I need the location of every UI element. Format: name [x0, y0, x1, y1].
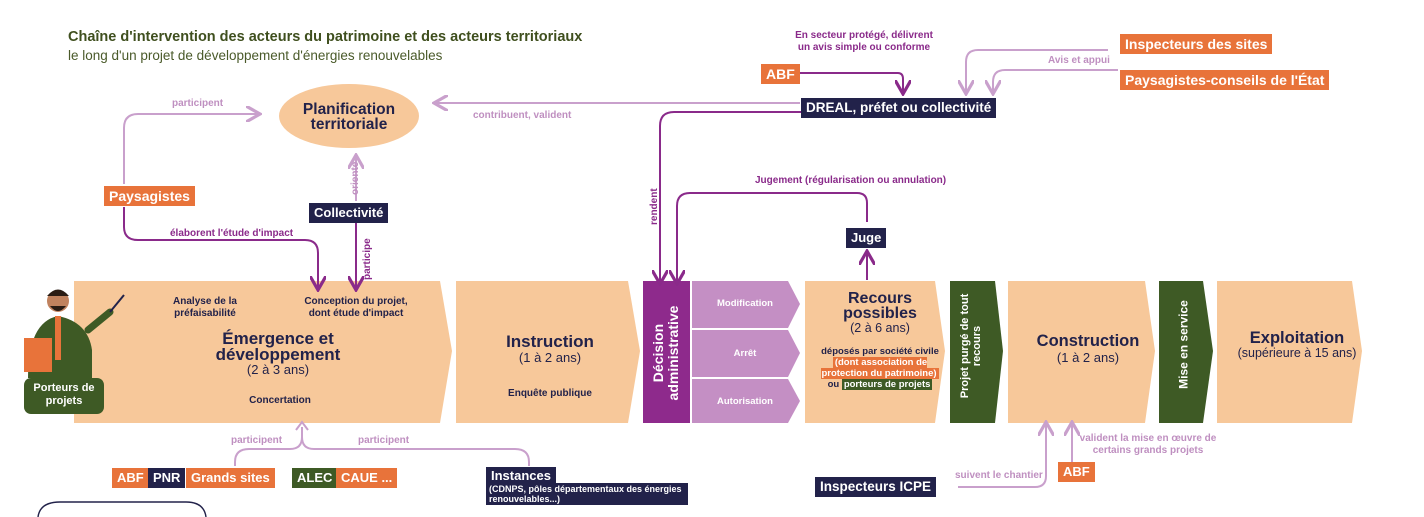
actor-paysagistes-etat: Paysagistes-conseils de l'État: [1120, 70, 1330, 90]
stage-construction-shape: [1008, 281, 1155, 423]
decision-opt2: Arrêt: [733, 348, 757, 359]
decision-opt3-shape: [692, 379, 800, 423]
arrow-paysagistes-planification: [123, 114, 258, 184]
note-elaborent: élaborent l'étude d'impact: [170, 228, 294, 239]
legend-box-partial: [37, 501, 207, 517]
actor-abf-bottom: ABF: [112, 468, 149, 488]
arrow-paysagistes-etat-dreal: [993, 69, 1118, 92]
diagram-title: Chaîne d'intervention des acteurs du pat…: [68, 29, 583, 45]
actor-juge: Juge: [846, 228, 887, 248]
actor-inspecteurs-icpe: Inspecteurs ICPE: [815, 477, 937, 497]
note-rendent: rendent: [649, 188, 660, 225]
note-jugement: Jugement (régularisation ou annulation): [755, 175, 947, 186]
decision-opt1: Modification: [717, 298, 773, 309]
actor-caue: CAUE ...: [336, 468, 398, 488]
actor-alec: ALEC: [292, 468, 338, 488]
exploitation-duration: (supérieure à 15 ans): [1237, 346, 1357, 360]
note-participe: participe: [362, 238, 373, 280]
actor-inspecteurs-sites: Inspecteurs des sites: [1120, 34, 1273, 54]
stage-decision-shape: [643, 281, 690, 423]
arrow-dreal-decision: [660, 111, 806, 282]
decision-opt3: Autorisation: [717, 396, 773, 407]
mise-label: Mise en service: [1176, 300, 1191, 389]
emergence-sub3: Concertation: [249, 395, 311, 406]
note-contribuent: contribuent, valident: [473, 110, 572, 121]
actor-instances-detail: (CDNPS, pôles départementaux des énergie…: [486, 483, 688, 505]
planification-label: Planification territoriale: [302, 101, 396, 133]
stage-exploitation-shape: [1217, 281, 1362, 423]
stage-instruction-shape: [456, 281, 640, 423]
actor-abf-right: ABF: [1058, 462, 1095, 482]
emergence-sub1: Analyse de la préfaisabilité: [173, 296, 237, 319]
recours-desc4: porteurs de projets: [841, 379, 933, 390]
actor-porteurs: Porteurs de projets: [33, 382, 95, 407]
recours-desc3: ou: [827, 379, 840, 390]
diagram-subtitle: le long d'un projet de développement d'é…: [68, 48, 443, 63]
actor-collectivite: Collectivité: [309, 203, 389, 223]
emergence-sub2: Conception du projet, dont étude d'impac…: [304, 296, 408, 319]
stage-mise-shape: [1159, 281, 1213, 423]
arrow-icpe-construction: [958, 424, 1046, 488]
recours-duration: (2 à 6 ans): [850, 321, 910, 335]
instruction-sub: Enquête publique: [508, 388, 592, 399]
actor-abf-top: ABF: [761, 64, 800, 84]
stage-emergence-shape: [74, 281, 452, 423]
actor-instances: Instances: [486, 467, 556, 484]
arrow-participants-head: [295, 420, 309, 431]
recours-desc1: déposés par société civile: [821, 346, 939, 357]
decision-opt2-shape: [692, 330, 800, 377]
note-suivent: suivent le chantier: [955, 470, 1043, 481]
recours-title: Recours possibles: [843, 290, 917, 322]
actor-grands-sites: Grands sites: [186, 468, 275, 488]
recours-desc: déposés par société civile (dont associa…: [816, 346, 944, 390]
porteur-figure: [24, 289, 125, 414]
note-participent-top: participent: [172, 98, 224, 109]
note-valident: valident la mise en œuvre de certains gr…: [1079, 433, 1217, 456]
emergence-title: Émergence et développement: [215, 329, 341, 364]
arrow-inspecteurs-dreal: [966, 49, 1108, 92]
note-avis-appui: Avis et appui: [1048, 55, 1110, 66]
exploitation-title: Exploitation: [1249, 329, 1345, 347]
arrow-abf-dreal: [786, 72, 903, 92]
emergence-duration: (2 à 3 ans): [246, 362, 310, 377]
decision-opt1-shape: [692, 281, 800, 328]
note-participent-b2: participent: [358, 435, 410, 446]
instruction-duration: (1 à 2 ans): [518, 350, 582, 365]
planification-ellipse: [279, 84, 419, 148]
actor-paysagistes: Paysagistes: [104, 186, 195, 206]
construction-title: Construction: [1036, 332, 1140, 350]
note-secteur-protege: En secteur protégé, délivrent un avis si…: [795, 30, 933, 53]
note-participent-b1: participent: [231, 435, 283, 446]
construction-duration: (1 à 2 ans): [1056, 350, 1120, 365]
arrow-participants-bottom: [234, 427, 530, 466]
arrow-juge-decision: [677, 192, 868, 282]
decision-title: Décision administrative: [650, 305, 681, 401]
arrow-paysagistes-conception: [123, 207, 318, 288]
actor-dreal: DREAL, préfet ou collectivité: [801, 98, 997, 118]
purge-label: Projet purgé de tout recours: [959, 293, 983, 399]
instruction-title: Instruction: [506, 332, 594, 351]
recours-desc2: (dont association de protection du patri…: [821, 357, 939, 379]
note-oriente: oriente: [350, 161, 361, 195]
stage-purge-shape: [950, 281, 1003, 423]
actor-pnr: PNR: [148, 468, 186, 488]
